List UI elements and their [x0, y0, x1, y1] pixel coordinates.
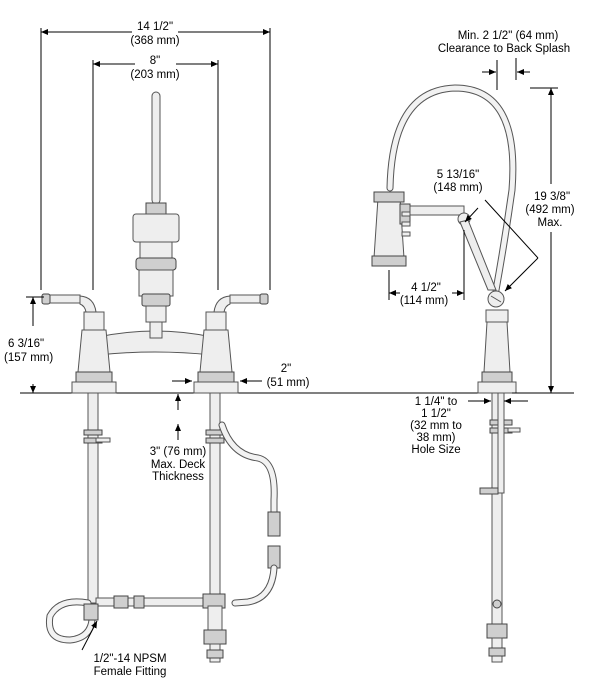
deck-thickness-line-2: Max. Deck	[151, 459, 206, 471]
base-height-imperial: 6 3/16"	[8, 338, 44, 350]
front-view-plumbing	[45, 392, 281, 663]
front-view-faucet	[41, 91, 269, 394]
dimension-labels: 14 1/2" (368 mm) 8" (203 mm) 6 3/16" (15…	[4, 21, 575, 678]
fitting-line-1: 1/2"-14 NPSM	[93, 653, 166, 665]
overall-width-metric: (368 mm)	[130, 35, 179, 47]
side-view-plumbing	[479, 392, 521, 663]
center-spacing-imperial: 8"	[150, 55, 160, 67]
hole-size-line-1: 1 1/4" to	[415, 396, 457, 408]
deck-thickness-line-1: 3" (76 mm)	[150, 446, 207, 458]
center-spacing-metric: (203 mm)	[130, 69, 179, 81]
deck-thickness-line-3: Thickness	[152, 471, 204, 483]
spray-reach-imperial: 4 1/2"	[411, 282, 441, 294]
fitting-line-2: Female Fitting	[94, 666, 167, 678]
hole-size-line-2: 1 1/2"	[421, 408, 451, 420]
base-diameter-metric: (51 mm)	[267, 377, 310, 389]
overall-width-imperial: 14 1/2"	[137, 21, 173, 33]
hole-size-line-5: Hole Size	[411, 444, 460, 456]
dimension-lines	[26, 28, 558, 651]
base-height-metric: (157 mm)	[4, 352, 53, 364]
total-height-metric: (492 mm)	[525, 204, 574, 216]
arm-reach-metric: (148 mm)	[433, 182, 482, 194]
hole-size-line-3: (32 mm to	[410, 420, 462, 432]
total-height-max: Max.	[538, 217, 563, 229]
total-height-imperial: 19 3/8"	[534, 191, 570, 203]
backsplash-line-2: Clearance to Back Splash	[438, 43, 570, 55]
spray-reach-metric: (114 mm)	[400, 295, 449, 307]
hole-size-line-4: 38 mm)	[417, 432, 456, 444]
arm-reach-imperial: 5 13/16"	[437, 169, 479, 181]
backsplash-line-1: Min. 2 1/2" (64 mm)	[458, 30, 559, 42]
base-diameter-imperial: 2"	[281, 363, 291, 375]
side-view-faucet	[371, 84, 517, 394]
